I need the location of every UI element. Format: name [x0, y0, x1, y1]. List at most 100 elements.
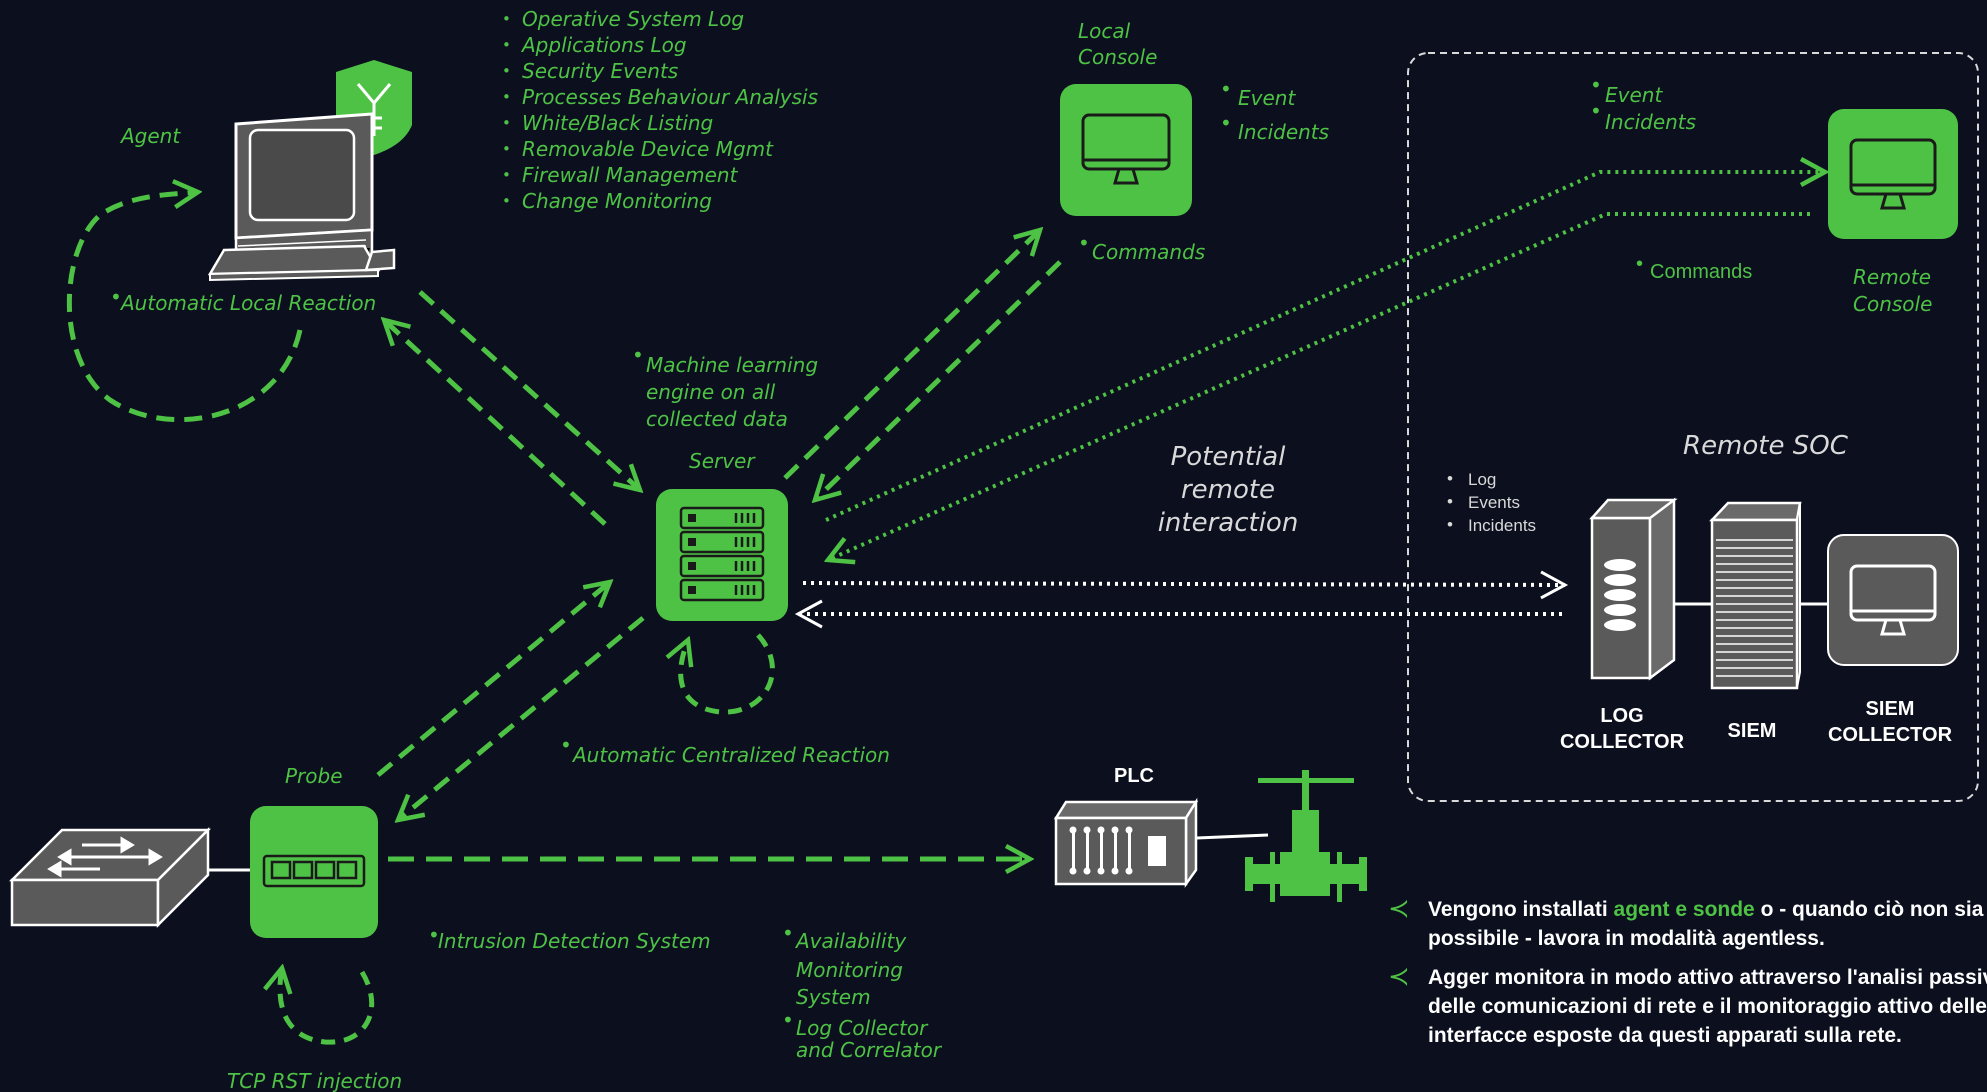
local-console-commands: Commands: [1092, 240, 1205, 264]
svg-text:•: •: [428, 923, 440, 947]
note-item: ≺ Agger monitora in modo attivo attraver…: [1388, 963, 1987, 1050]
arrow-server-to-remote-console: [825, 172, 1825, 522]
agent-feature: White/Black Listing: [522, 111, 713, 135]
note-text: Vengono installati agent e sonde o - qua…: [1428, 898, 1984, 950]
probe: [250, 806, 378, 938]
agent-feature: Change Monitoring: [522, 189, 712, 213]
svg-text:•: •: [1078, 231, 1090, 255]
arrow-probe-self-reaction: [280, 968, 375, 1045]
svg-text:•: •: [502, 114, 511, 132]
server-ml-label: engine on all: [646, 380, 776, 404]
svg-text:•: •: [1447, 492, 1453, 511]
svg-text:•: •: [502, 10, 511, 28]
svg-text:•: •: [782, 1008, 794, 1032]
svg-text:•: •: [502, 62, 511, 80]
log-correlator-label: Log Collector: [796, 1016, 929, 1040]
server-reaction-label: Automatic Centralized Reaction: [571, 743, 890, 767]
probe-ids-label: Intrusion Detection System: [438, 929, 711, 953]
agent-label: Agent: [119, 124, 181, 148]
svg-text:•: •: [1447, 469, 1453, 488]
chevron-left-icon: ≺: [1388, 893, 1410, 923]
connectors: [66, 172, 1828, 1045]
arrow-server-self-reaction: [681, 633, 775, 715]
local-console-label: Console: [1078, 45, 1157, 69]
svg-text:•: •: [1220, 111, 1232, 135]
agent-feature: Operative System Log: [522, 7, 744, 31]
log-item: Incidents: [1468, 516, 1536, 535]
arrow-console-to-server: [815, 260, 1062, 500]
siem-collector: [1827, 534, 1959, 666]
log-item-list: •Log •Events •Incidents: [1447, 469, 1536, 535]
svg-text:•: •: [502, 140, 511, 158]
note-item: ≺ Vengono installati agent e sonde o - q…: [1388, 895, 1987, 953]
link-plc-valve: [1196, 833, 1269, 840]
agent-feature: Removable Device Mgmt: [522, 137, 774, 161]
remote-console-commands: Commands: [1650, 261, 1752, 283]
plc: [1053, 797, 1199, 888]
svg-text:•: •: [632, 343, 644, 367]
valve-icon: [1245, 770, 1367, 902]
monitor-icon: [1849, 564, 1937, 636]
database-disks-icon: [1602, 557, 1638, 633]
remote-console-label: Remote: [1853, 265, 1931, 289]
remote-console: [1828, 109, 1958, 239]
server-rack-icon: [679, 506, 765, 602]
chevron-left-icon: ≺: [1388, 961, 1410, 991]
remote-interaction-label: Potential remote interaction: [1158, 442, 1299, 538]
monitor-icon: [1849, 138, 1937, 210]
switch-arrows-icon: [47, 836, 163, 878]
local-console-label: Local: [1078, 19, 1131, 43]
siem-server: [1709, 501, 1802, 690]
arrow-server-to-agent: [384, 320, 607, 526]
remote-console-output: Incidents: [1605, 110, 1696, 134]
remote-console-output: Event: [1605, 83, 1663, 107]
note-text: Agger monitora in modo attivo attraverso…: [1428, 966, 1987, 1047]
local-console-output: Event: [1238, 86, 1296, 110]
svg-text:•: •: [1636, 253, 1643, 275]
svg-text:•: •: [1590, 73, 1602, 97]
server-ml-label: Machine learning: [646, 353, 818, 377]
arrow-server-to-probe: [398, 616, 645, 820]
svg-text:•: •: [502, 192, 511, 210]
arrow-server-to-log-collector: [802, 570, 1569, 600]
svg-text:•: •: [1220, 77, 1232, 101]
agent-feature: Firewall Management: [522, 163, 739, 187]
svg-text:•: •: [1447, 515, 1453, 534]
server-label: Server: [689, 449, 756, 473]
availability-label: System: [796, 985, 871, 1009]
log-item: Events: [1468, 493, 1520, 512]
availability-label: Monitoring: [796, 958, 903, 982]
svg-text:Potential: Potential: [1171, 442, 1287, 472]
agent-computer: [207, 60, 412, 282]
log-collector-label: LOG: [1600, 705, 1643, 727]
remote-soc-title: Remote SOC: [1683, 431, 1849, 461]
svg-text:•: •: [502, 88, 511, 106]
network-port-icon: [262, 854, 366, 888]
local-console-output: Incidents: [1238, 120, 1329, 144]
remote-console-label: Console: [1853, 292, 1932, 316]
agent-feature: Applications Log: [520, 33, 687, 57]
plc-label: PLC: [1114, 765, 1154, 787]
arrow-probe-to-server: [376, 582, 610, 777]
svg-text:interaction: interaction: [1158, 508, 1299, 538]
siem-collector-label: SIEM: [1866, 698, 1915, 720]
agent-reaction-label: Automatic Local Reaction: [119, 291, 376, 315]
log-correlator-label: and Correlator: [796, 1038, 943, 1062]
server-ml-label: collected data: [646, 407, 788, 431]
probe-tcp-label: TCP RST injection: [227, 1069, 402, 1092]
network-switch: [8, 826, 212, 929]
log-collector: [1589, 497, 1678, 681]
monitor-icon: [1081, 113, 1171, 185]
svg-text:•: •: [560, 733, 572, 757]
description-notes: ≺ Vengono installati agent e sonde o - q…: [1388, 895, 1987, 1060]
arrow-agent-to-server: [418, 290, 640, 490]
svg-text:•: •: [502, 166, 511, 184]
server: [656, 489, 788, 621]
remote-soc-box: [1407, 52, 1979, 802]
local-console: [1060, 84, 1192, 216]
log-collector-label: COLLECTOR: [1560, 731, 1685, 753]
siem-collector-label: COLLECTOR: [1828, 724, 1953, 746]
svg-text:•: •: [782, 921, 794, 945]
agent-feature-list: •Operative System Log •Applications Log …: [502, 7, 818, 213]
